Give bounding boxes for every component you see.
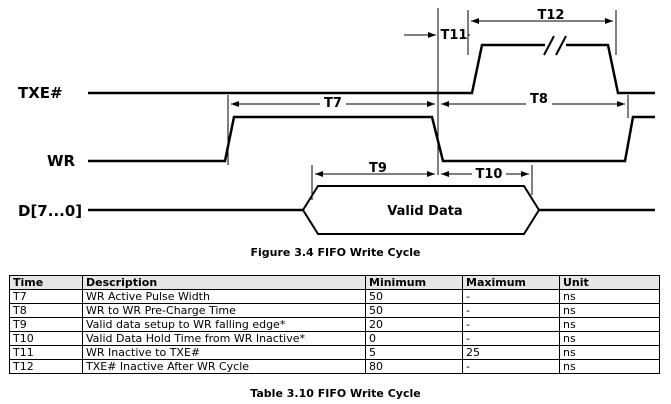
table-row: T8 WR to WR Pre-Charge Time 50 - ns bbox=[9, 303, 660, 318]
table-row: T12 TXE# Inactive After WR Cycle 80 - ns bbox=[9, 359, 660, 374]
figure-caption: Figure 3.4 FIFO Write Cycle bbox=[250, 246, 421, 259]
t10-label-bg bbox=[472, 166, 506, 182]
t11-label: T11 bbox=[441, 28, 468, 43]
cell-maximum: - bbox=[462, 331, 560, 346]
cell-maximum: 25 bbox=[462, 345, 560, 360]
cell-description: WR Inactive to TXE# bbox=[82, 345, 366, 360]
table-row: T10 Valid Data Hold Time from WR Inactiv… bbox=[9, 331, 660, 346]
txe-waveform-resume bbox=[566, 43, 655, 95]
table-caption: Table 3.10 FIFO Write Cycle bbox=[250, 387, 421, 400]
cell-description: TXE# Inactive After WR Cycle bbox=[82, 359, 366, 374]
cell-time: T8 bbox=[9, 303, 83, 318]
column-header-unit: Unit bbox=[559, 275, 660, 290]
table-row: T9 Valid data setup to WR falling edge* … bbox=[9, 317, 660, 332]
break-mark bbox=[543, 35, 555, 56]
cell-maximum: - bbox=[462, 317, 560, 332]
t9-label: T9 bbox=[369, 161, 387, 176]
cell-time: T11 bbox=[9, 345, 83, 360]
t7-label: T7 bbox=[324, 96, 342, 111]
cell-unit: ns bbox=[559, 359, 660, 374]
txe-waveform bbox=[88, 43, 545, 95]
signal-label-data: D[7...0] bbox=[18, 202, 82, 220]
cell-minimum: 50 bbox=[365, 303, 463, 318]
cell-description: WR to WR Pre-Charge Time bbox=[82, 303, 366, 318]
column-header-maximum: Maximum bbox=[462, 275, 560, 290]
cell-maximum: - bbox=[462, 359, 560, 374]
break-mark bbox=[555, 35, 567, 56]
t8-label: T8 bbox=[530, 92, 548, 107]
cell-unit: ns bbox=[559, 317, 660, 332]
cell-minimum: 0 bbox=[365, 331, 463, 346]
table-header-row: Time Description Minimum Maximum Unit bbox=[9, 275, 660, 290]
cell-unit: ns bbox=[559, 345, 660, 360]
cell-time: T7 bbox=[9, 289, 83, 304]
cell-time: T10 bbox=[9, 331, 83, 346]
t10-label: T10 bbox=[476, 167, 503, 182]
column-header-minimum: Minimum bbox=[365, 275, 463, 290]
t8-label-bg bbox=[526, 92, 552, 108]
cell-minimum: 50 bbox=[365, 289, 463, 304]
cell-description: Valid Data Hold Time from WR Inactive* bbox=[82, 331, 366, 346]
t11-label-bg bbox=[441, 27, 467, 42]
column-header-description: Description bbox=[82, 275, 366, 290]
signal-label-txe: TXE# bbox=[18, 84, 63, 102]
wr-waveform bbox=[88, 115, 655, 163]
table-row: T11 WR Inactive to TXE# 5 25 ns bbox=[9, 345, 660, 360]
cell-description: WR Active Pulse Width bbox=[82, 289, 366, 304]
timing-diagram: TXE# WR D[7...0] Valid Data T12 T11 T7 T… bbox=[18, 8, 655, 235]
cell-minimum: 20 bbox=[365, 317, 463, 332]
valid-data-label: Valid Data bbox=[387, 204, 462, 219]
timing-table: Time Description Minimum Maximum Unit T7… bbox=[9, 275, 660, 374]
cell-maximum: - bbox=[462, 303, 560, 318]
cell-maximum: - bbox=[462, 289, 560, 304]
cell-unit: ns bbox=[559, 289, 660, 304]
cell-minimum: 80 bbox=[365, 359, 463, 374]
cell-unit: ns bbox=[559, 331, 660, 346]
cell-minimum: 5 bbox=[365, 345, 463, 360]
cell-time: T12 bbox=[9, 359, 83, 374]
cell-time: T9 bbox=[9, 317, 83, 332]
cell-unit: ns bbox=[559, 303, 660, 318]
signal-label-wr: WR bbox=[47, 152, 76, 170]
cell-description: Valid data setup to WR falling edge* bbox=[82, 317, 366, 332]
t12-label: T12 bbox=[538, 8, 565, 23]
t7-label-bg bbox=[320, 95, 346, 111]
table-row: T7 WR Active Pulse Width 50 - ns bbox=[9, 289, 660, 304]
column-header-time: Time bbox=[9, 275, 83, 290]
